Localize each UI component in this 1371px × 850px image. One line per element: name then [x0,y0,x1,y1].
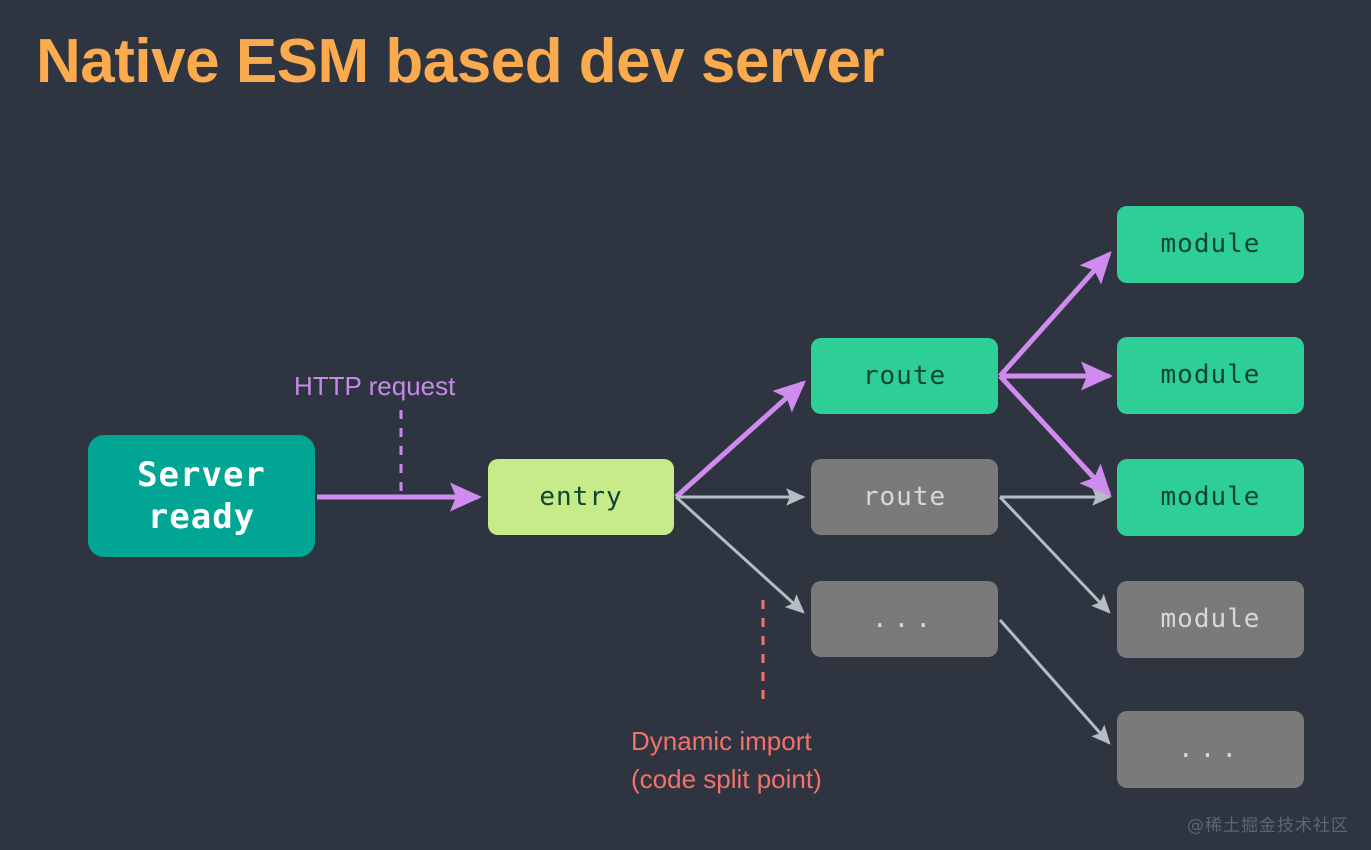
node-label: module [1160,229,1261,260]
node-label: route [862,481,947,512]
edge-entry-to-route-3 [674,495,805,614]
node-label: module [1160,604,1261,635]
edge-route-3-to-module-5 [998,619,1111,745]
node-label: route [862,360,947,391]
node-server-ready[interactable]: Server ready [88,435,315,557]
edge-entry-to-route-1 [674,380,806,499]
node-entry[interactable]: entry [488,459,674,535]
node-module-5-ellipsis[interactable]: ... [1117,711,1304,788]
http-request-label: HTTP request [294,371,456,401]
node-route-3-ellipsis[interactable]: ... [811,581,998,657]
edge-route-1-to-module-3 [998,374,1112,497]
node-label: module [1160,360,1261,391]
node-module-1[interactable]: module [1117,206,1304,283]
node-route-1[interactable]: route [811,338,998,414]
node-label: Server ready [137,454,266,538]
node-label: ... [872,603,937,634]
watermark: @稀土掘金技术社区 [1187,816,1349,836]
edge-route-1-to-module-1 [998,251,1112,378]
node-label: entry [539,481,623,512]
node-module-2[interactable]: module [1117,337,1304,414]
node-label: module [1160,482,1261,513]
node-label: ... [1178,734,1243,765]
dynamic-import-label: Dynamic import (code split point) [631,726,822,794]
node-module-4[interactable]: module [1117,581,1304,658]
edge-route-2-to-module-4 [998,495,1111,614]
page-title: Native ESM based dev server [36,27,885,96]
node-route-2[interactable]: route [811,459,998,535]
node-module-3[interactable]: module [1117,459,1304,536]
